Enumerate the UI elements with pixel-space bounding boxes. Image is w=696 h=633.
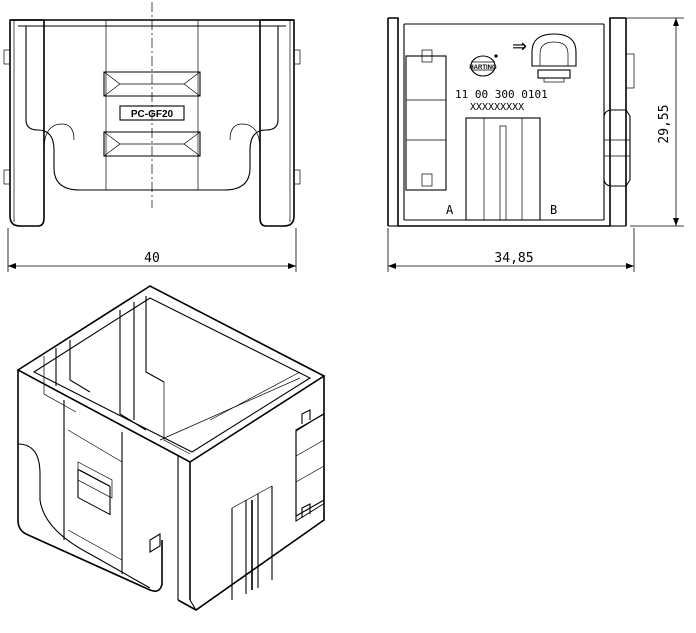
serial-number: XXXXXXXXX xyxy=(470,102,524,113)
front-view: PC-GF20 40 xyxy=(3,2,301,272)
harting-logo: HARTING xyxy=(469,65,497,71)
side-b-label: B xyxy=(550,203,557,217)
part-number: 11 00 300 0101 xyxy=(455,88,548,101)
rear-width-dimension: 34,85 xyxy=(494,251,533,266)
side-a-label: A xyxy=(446,203,454,217)
front-width-dimension: 40 xyxy=(144,251,160,266)
isometric-view xyxy=(16,285,326,611)
orientation-arrow-icon: ⇒ xyxy=(512,36,527,56)
front-label: PC-GF20 xyxy=(131,109,174,120)
rear-height-dimension: 29,55 xyxy=(657,104,672,143)
rear-view: HARTING ⇒ 11 00 300 0101 XXXXXXXXX A B 3… xyxy=(387,17,684,272)
